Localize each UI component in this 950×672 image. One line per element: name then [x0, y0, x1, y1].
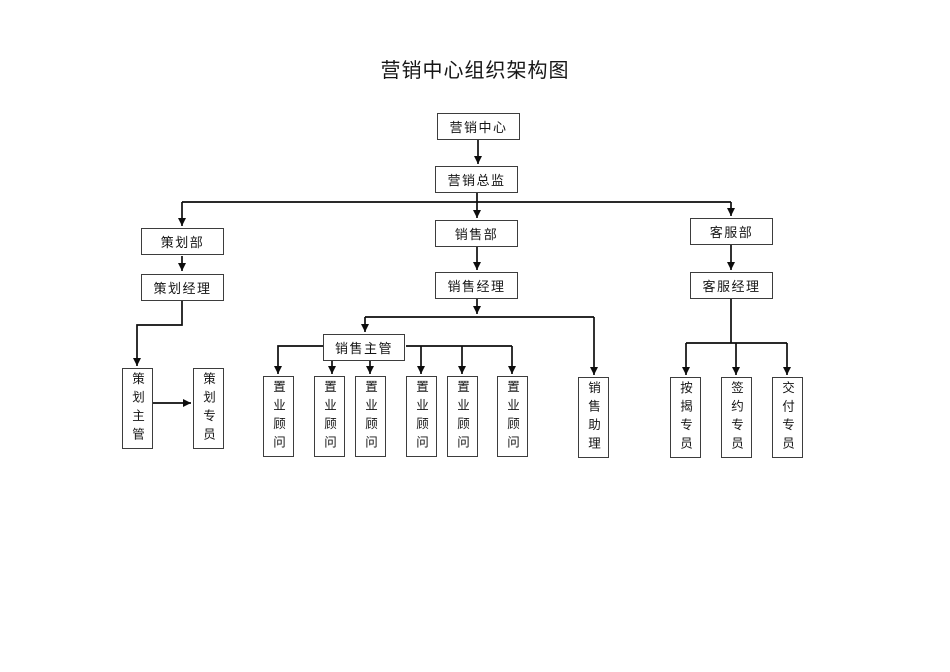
connector: [274, 345, 323, 374]
node-planning-manager: 策划经理: [141, 274, 224, 301]
connector: [686, 299, 787, 344]
node-property-consultant-2: 置业顾问: [314, 376, 345, 457]
node-marketing-director: 营销总监: [435, 166, 518, 193]
node-service-manager: 客服经理: [690, 272, 773, 299]
node-delivery-specialist: 交付专员: [772, 377, 803, 458]
node-property-consultant-4: 置业顾问: [406, 376, 437, 457]
node-planning-specialist: 策划专员: [193, 368, 224, 449]
node-service-dept: 客服部: [690, 218, 773, 245]
node-property-consultant-6: 置业顾问: [497, 376, 528, 457]
node-property-consultant-5: 置业顾问: [447, 376, 478, 457]
node-sales-supervisor: 销售主管: [323, 334, 405, 361]
node-mortgage-specialist: 按揭专员: [670, 377, 701, 458]
node-marketing-center: 营销中心: [437, 113, 520, 140]
chart-title: 营销中心组织架构图: [380, 58, 570, 82]
node-sales-dept: 销售部: [435, 220, 518, 247]
node-planning-dept: 策划部: [141, 228, 224, 255]
node-contract-specialist: 签约专员: [721, 377, 752, 458]
node-planning-supervisor: 策划主管: [122, 368, 153, 449]
node-property-consultant-1: 置业顾问: [263, 376, 294, 457]
node-sales-manager: 销售经理: [435, 272, 518, 299]
connector: [182, 193, 731, 203]
connector: [133, 301, 183, 366]
node-sales-assistant: 销售助理: [578, 377, 609, 458]
node-property-consultant-3: 置业顾问: [355, 376, 386, 457]
